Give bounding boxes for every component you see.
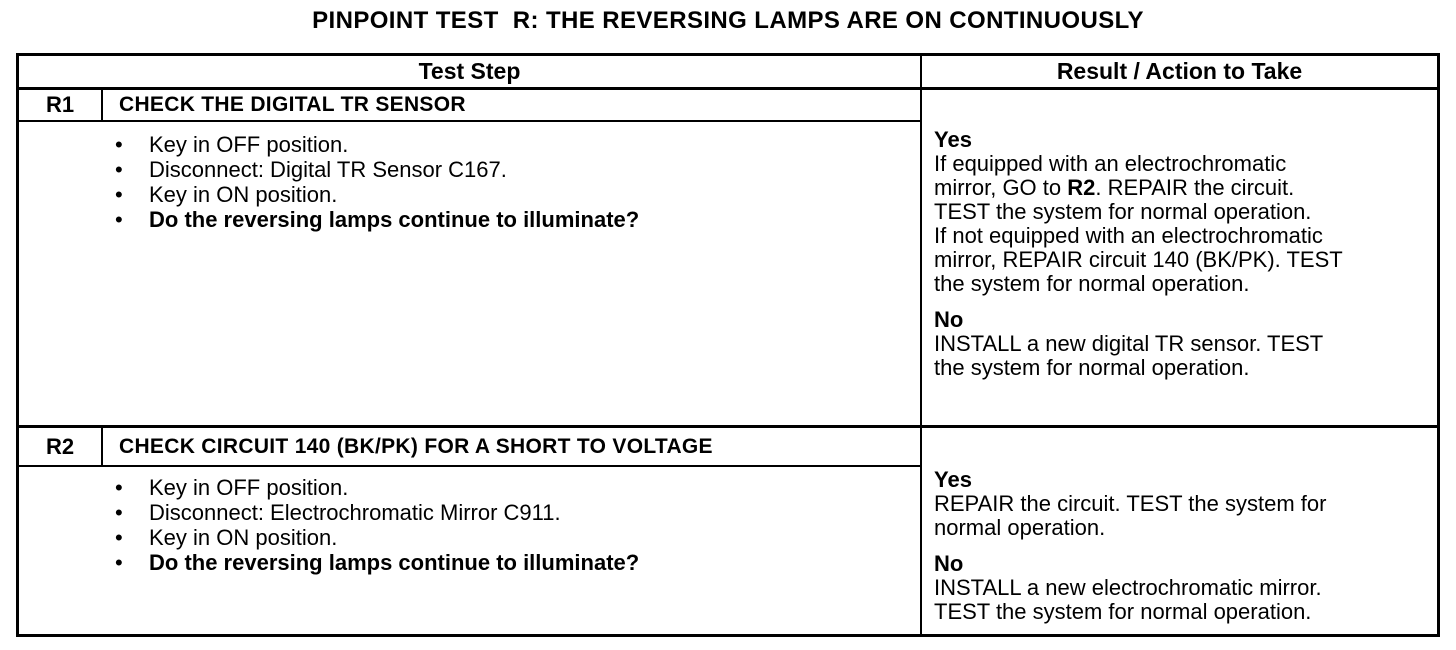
list-item: • Key in OFF position.: [115, 132, 920, 157]
result-paragraph: If equipped with an electrochromatic mir…: [934, 152, 1433, 224]
bullet-icon: •: [115, 475, 123, 500]
result-line: mirror, REPAIR circuit 140 (BK/PK). TEST: [934, 247, 1343, 272]
step-header-r2: R2 CHECK CIRCUIT 140 (BK/PK) FOR A SHORT…: [19, 428, 920, 467]
bullet-icon: •: [115, 132, 123, 157]
pinpoint-test-table: Test Step Result / Action to Take R1 CHE…: [16, 53, 1440, 637]
list-item: • Key in OFF position.: [115, 475, 920, 500]
list-item: • Key in ON position.: [115, 525, 920, 550]
step-id-r2: R2: [19, 428, 103, 465]
step-title-r1: CHECK THE DIGITAL TR SENSOR: [119, 93, 466, 116]
list-item: • Disconnect: Electrochromatic Mirror C9…: [115, 500, 920, 525]
answer-label-no: No: [934, 551, 964, 576]
result-paragraph: REPAIR the circuit. TEST the system for …: [934, 492, 1433, 540]
step-bullet-list-r1: • Key in OFF position. • Disconnect: Dig…: [19, 132, 920, 232]
bullet-text: Key in OFF position.: [149, 132, 349, 157]
result-paragraph: INSTALL a new digital TR sensor. TEST th…: [934, 332, 1433, 380]
table-row-r2-result: Yes REPAIR the circuit. TEST the system …: [922, 428, 1437, 634]
result-line: INSTALL a new electrochromatic mirror.: [934, 575, 1322, 600]
result-paragraph: If not equipped with an electrochromatic…: [934, 224, 1433, 296]
step-header-r1: R1 CHECK THE DIGITAL TR SENSOR: [19, 90, 920, 122]
bullet-icon: •: [115, 207, 123, 232]
list-item: • Key in ON position.: [115, 182, 920, 207]
bullet-icon: •: [115, 500, 123, 525]
result-line: REPAIR the circuit. TEST the system for: [934, 491, 1327, 516]
table-row-r2-step: R2 CHECK CIRCUIT 140 (BK/PK) FOR A SHORT…: [19, 428, 922, 634]
result-line: the system for normal operation.: [934, 271, 1250, 296]
bullet-text: Key in OFF position.: [149, 475, 349, 500]
result-line: If equipped with an electrochromatic: [934, 151, 1287, 176]
result-line: mirror, GO to R2. REPAIR the circuit.: [934, 176, 1433, 200]
result-line-pre: mirror, GO to: [934, 175, 1068, 200]
step-bullet-list-r2: • Key in OFF position. • Disconnect: Ele…: [19, 475, 920, 575]
step-body-r2: • Key in OFF position. • Disconnect: Ele…: [19, 467, 920, 634]
result-line: normal operation.: [934, 515, 1106, 540]
column-header-test-step: Test Step: [19, 56, 922, 90]
result-line: TEST the system for normal operation.: [934, 599, 1312, 624]
answer-label-no: No: [934, 307, 964, 332]
result-line: INSTALL a new digital TR sensor. TEST: [934, 331, 1324, 356]
answer-label-yes: Yes: [934, 467, 972, 492]
table-row-r1-step: R1 CHECK THE DIGITAL TR SENSOR • Key in …: [19, 90, 922, 428]
column-header-result: Result / Action to Take: [922, 56, 1437, 90]
bullet-icon: •: [115, 525, 123, 550]
result-line: TEST the system for normal operation.: [934, 199, 1312, 224]
bullet-text: Disconnect: Digital TR Sensor C167.: [149, 157, 507, 182]
table-row-r1-result: Yes If equipped with an electrochromatic…: [922, 90, 1437, 428]
bullet-text-question: Do the reversing lamps continue to illum…: [149, 550, 640, 575]
list-item: • Do the reversing lamps continue to ill…: [115, 550, 920, 575]
bullet-text: Disconnect: Electrochromatic Mirror C911…: [149, 500, 561, 525]
result-line: the system for normal operation.: [934, 355, 1250, 380]
step-reference: R2: [1067, 175, 1096, 200]
bullet-icon: •: [115, 157, 123, 182]
step-id-r1: R1: [19, 90, 103, 120]
bullet-icon: •: [115, 550, 123, 575]
answer-label-yes: Yes: [934, 127, 972, 152]
step-body-r1: • Key in OFF position. • Disconnect: Dig…: [19, 122, 920, 425]
bullet-text: Key in ON position.: [149, 182, 338, 207]
bullet-icon: •: [115, 182, 123, 207]
list-item: • Disconnect: Digital TR Sensor C167.: [115, 157, 920, 182]
bullet-text-question: Do the reversing lamps continue to illum…: [149, 207, 640, 232]
page-title: PINPOINT TEST R: THE REVERSING LAMPS ARE…: [312, 7, 1144, 34]
result-line: If not equipped with an electrochromatic: [934, 223, 1323, 248]
step-title-r2: CHECK CIRCUIT 140 (BK/PK) FOR A SHORT TO…: [119, 434, 713, 458]
result-paragraph: INSTALL a new electrochromatic mirror. T…: [934, 576, 1433, 624]
list-item: • Do the reversing lamps continue to ill…: [115, 207, 920, 232]
bullet-text: Key in ON position.: [149, 525, 338, 550]
result-line-post: . REPAIR the circuit.: [1095, 175, 1295, 200]
